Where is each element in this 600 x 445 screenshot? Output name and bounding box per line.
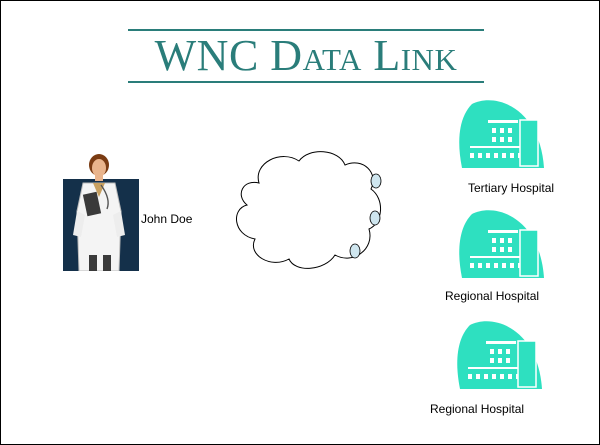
title-rule-top [128, 29, 484, 31]
hospital-label-tertiary: Tertiary Hospital [468, 181, 555, 195]
title-block: WNC Data Link [128, 29, 484, 83]
page-title: WNC Data Link [154, 31, 458, 80]
title-rule-bottom [128, 81, 484, 83]
doctor-icon [63, 151, 139, 276]
hospital-icon [454, 319, 546, 406]
hospital-label-regional-1: Regional Hospital [445, 289, 540, 303]
hospital-icon [456, 98, 548, 185]
cloud-icon [229, 143, 389, 278]
hospital-label-regional-2: Regional Hospital [430, 402, 525, 416]
hospital-icon [456, 208, 548, 295]
person-name-label: John Doe [141, 212, 193, 226]
